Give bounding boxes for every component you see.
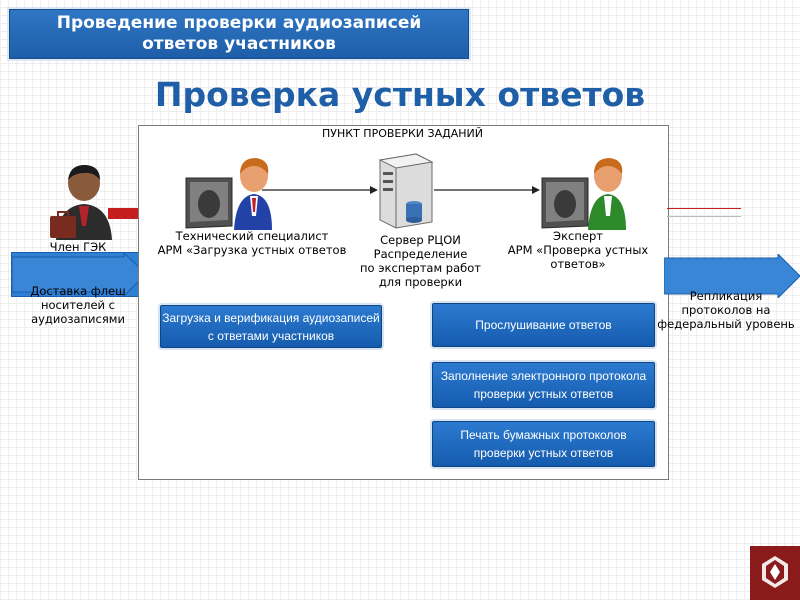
delivery-label: Доставка флеш носителей с аудиозаписями <box>8 284 148 326</box>
header-line-2: ответов участников <box>142 34 336 54</box>
server-label: Сервер РЦОИ Распределение по экспертам р… <box>343 233 498 289</box>
gek-label: Член ГЭК <box>49 240 107 254</box>
upload-verify-button[interactable]: Загрузка и верификация аудиозаписей с от… <box>160 305 382 348</box>
fill-line-1: Заполнение электронного протокола <box>440 369 647 383</box>
expert-line-3: ответов» <box>550 257 606 271</box>
upload-line-2: с ответами участников <box>207 328 335 343</box>
expert-line-1: Эксперт <box>553 229 603 243</box>
gray-connector-right <box>667 216 741 217</box>
listen-answers-button[interactable]: Прослушивание ответов <box>432 303 655 347</box>
delivery-arrow-shape <box>12 253 146 296</box>
replication-line-1: Репликация <box>689 289 763 303</box>
logo-badge <box>750 546 800 600</box>
delivery-arrow <box>11 252 147 297</box>
server-line-1: Сервер РЦОИ <box>380 233 461 247</box>
fill-protocol-button[interactable]: Заполнение электронного протокола провер… <box>432 362 655 408</box>
expert-line-2: АРМ «Проверка устных <box>507 243 649 257</box>
red-connector-right <box>667 208 741 209</box>
fill-line-2: проверки устных ответов <box>473 387 614 401</box>
expert-label: Эксперт АРМ «Проверка устных ответов» <box>498 229 658 271</box>
flow-arrows <box>262 186 540 194</box>
server-line-2: Распределение <box>373 247 468 261</box>
print-protocol-button[interactable]: Печать бумажных протоколов проверки устн… <box>432 421 655 467</box>
red-connector-left <box>108 208 140 219</box>
gek-member-icon <box>50 164 112 240</box>
tech-specialist-icon <box>185 158 272 230</box>
tech-line-1: Технический специалист <box>175 229 329 243</box>
delivery-line-3: аудиозаписями <box>31 312 125 326</box>
replication-arrow-shape <box>664 254 800 298</box>
page-title: Проверка устных ответов <box>154 75 646 114</box>
replication-arrow <box>664 254 800 298</box>
print-line-2: проверки устных ответов <box>473 446 614 460</box>
server-line-3: по экспертам работ <box>360 261 481 275</box>
frame-title: ПУНКТ ПРОВЕРКИ ЗАДАНИЙ <box>322 127 483 140</box>
header-line-1: Проведение проверки аудиозаписей <box>56 13 422 33</box>
server-icon <box>378 153 434 229</box>
replication-label: Репликация протоколов на федеральный уро… <box>652 289 800 331</box>
expert-icon <box>541 158 626 230</box>
replication-line-3: федеральный уровень <box>657 317 795 331</box>
upload-line-1: Загрузка и верификация аудиозаписей <box>162 310 380 325</box>
delivery-line-1: Доставка флеш <box>30 284 126 298</box>
hexagon-logo-icon <box>762 556 788 588</box>
tech-line-2: АРМ «Загрузка устных ответов <box>157 243 347 257</box>
replication-line-2: протоколов на <box>681 303 771 317</box>
print-line-1: Печать бумажных протоколов <box>460 428 627 442</box>
tech-specialist-label: Технический специалист АРМ «Загрузка уст… <box>144 229 360 257</box>
server-line-4: для проверки <box>378 275 463 289</box>
delivery-line-2: носителей с <box>40 298 115 312</box>
header-banner: Проведение проверки аудиозаписей ответов… <box>9 9 469 59</box>
listen-line-1: Прослушивание ответов <box>475 318 612 332</box>
